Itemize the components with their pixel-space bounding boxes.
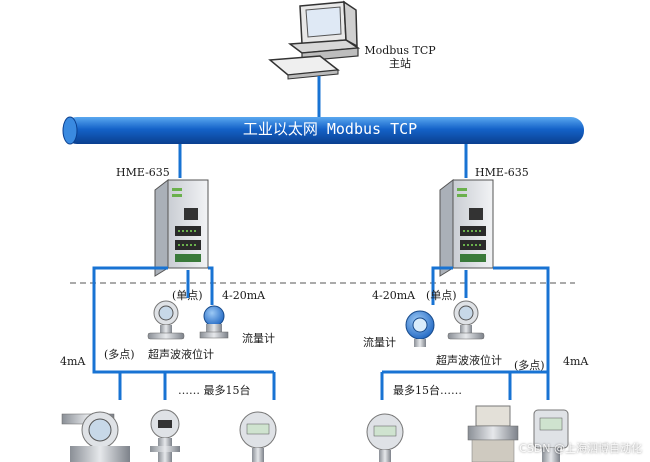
left-gateway-label: HME-635 [116, 166, 170, 179]
master-label-line2: 主站 [389, 57, 411, 70]
right-gateway-label: HME-635 [475, 166, 529, 179]
right-ultrasonic-level-meter-icon [447, 300, 485, 340]
right-flowmeter-label: 流量计 [363, 336, 396, 349]
right-flowmeter-icon [405, 310, 435, 347]
right-signal-label: 4-20mA [372, 289, 416, 302]
left-transmitter-2-icon [150, 409, 180, 462]
left-field-wiring [92, 266, 276, 400]
right-current-label: 4mA [563, 355, 589, 368]
left-flowmeter-icon [199, 305, 229, 339]
watermark: CSDN @上海泗博自动化 [519, 442, 642, 455]
left-signal-label: 4-20mA [222, 289, 266, 302]
right-gateway-device-icon [439, 178, 494, 277]
master-label: Modbus TCP 主站 [360, 44, 440, 70]
left-ultrasonic-label: 超声波液位计 [148, 348, 214, 361]
right-transmitter-1-icon [366, 413, 404, 462]
right-transmitter-2-icon [467, 405, 519, 462]
left-single-point-label: (单点) [172, 289, 203, 302]
left-max-label: …… 最多15台 [178, 384, 251, 397]
bus-label: 工业以太网 Modbus TCP [242, 120, 418, 138]
right-field-wiring [380, 266, 550, 400]
master-label-line1: Modbus TCP [364, 44, 436, 57]
right-transmitter-3-icon [533, 409, 569, 462]
left-multi-point-label: (多点) [104, 348, 135, 361]
left-gateway-device-icon [154, 178, 209, 277]
left-flowmeter-label: 流量计 [242, 332, 275, 345]
left-transmitter-1-icon [61, 411, 130, 462]
left-transmitter-3-icon [239, 411, 277, 462]
right-max-label: 最多15台…… [393, 384, 462, 397]
modbus-master-computer-icon [268, 0, 361, 80]
right-single-point-label: (单点) [426, 289, 457, 302]
right-ultrasonic-label: 超声波液位计 [436, 354, 502, 367]
right-multi-point-label: (多点) [514, 359, 545, 372]
left-current-label: 4mA [60, 355, 86, 368]
ethernet-bus [62, 116, 584, 145]
left-ultrasonic-level-meter-icon [147, 300, 185, 340]
